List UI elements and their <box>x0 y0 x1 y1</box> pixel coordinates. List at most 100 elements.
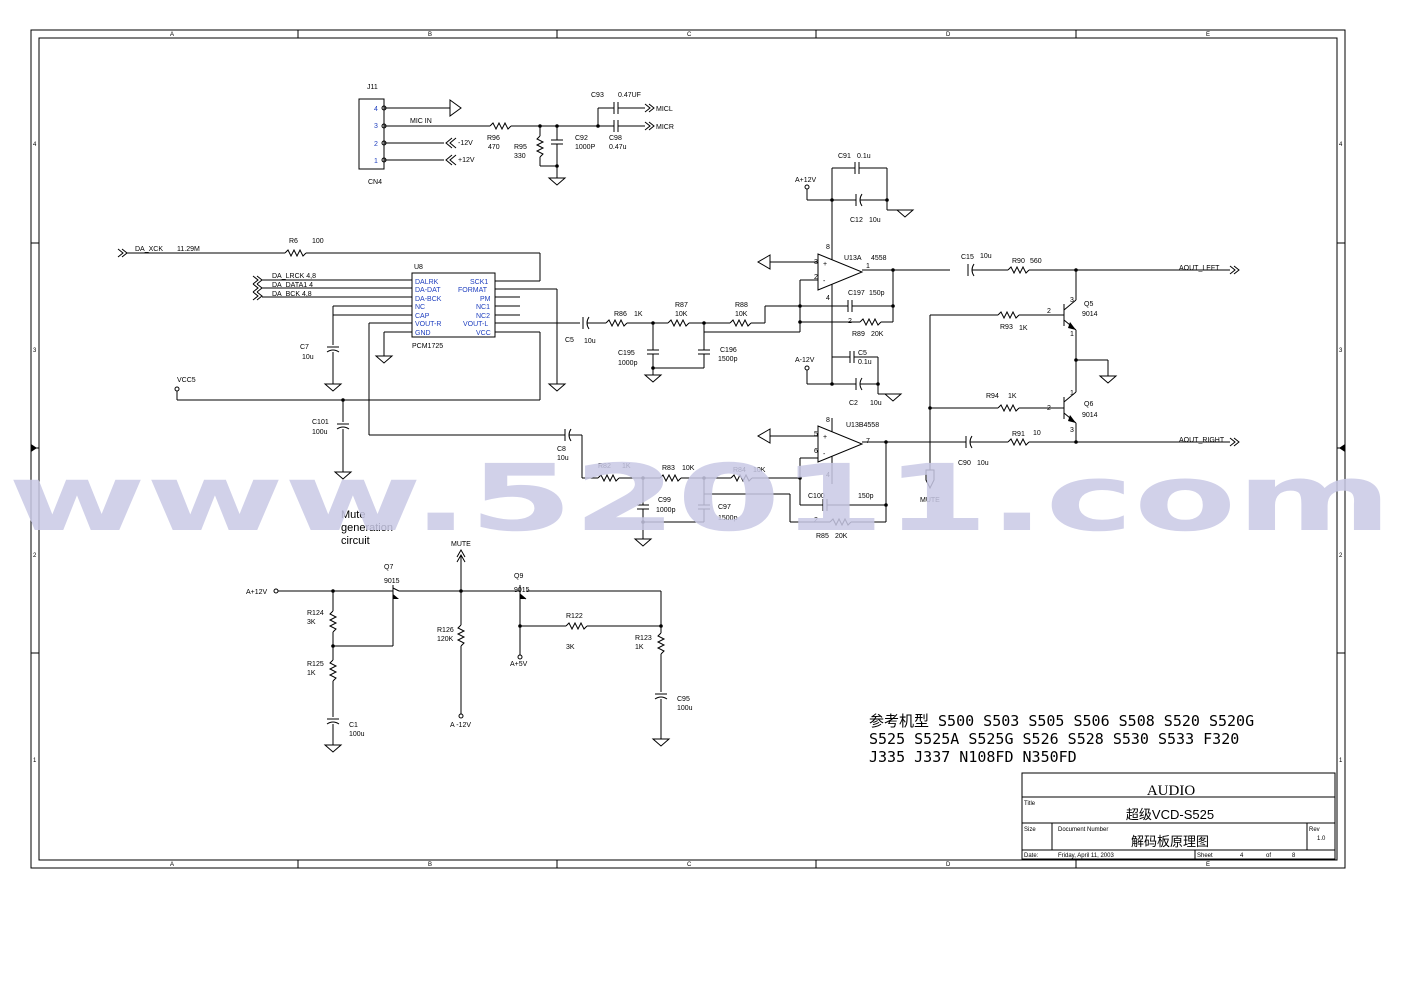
reference-models-line1: 参考机型 S500 S503 S505 S506 S508 S520 S520G <box>869 712 1254 730</box>
u8-pin-nc1: NC1 <box>476 304 490 311</box>
u13a-ref: U13A <box>844 255 862 262</box>
q6-pin3: 3 <box>1070 427 1074 434</box>
r93-ref: R93 <box>1000 324 1013 331</box>
c196-value: 1500p <box>718 356 738 363</box>
u8-pin-vcc: VCC <box>476 330 491 337</box>
c101-ref: C101 <box>312 419 329 426</box>
mute-caption-line2: generation <box>341 522 393 534</box>
r124-ref: R124 <box>307 610 324 617</box>
c100-value: 150p <box>858 493 874 500</box>
rev-value: 1.0 <box>1317 836 1326 842</box>
net-aout-right: AOUT_RIGHT <box>1179 437 1225 444</box>
sheet-label: Sheet <box>1197 853 1213 859</box>
u13a-pin4: 4 <box>826 295 830 302</box>
u13b-pin8: 8 <box>826 417 830 424</box>
c195-value: 1000p <box>618 360 638 367</box>
c97-ref: C97 <box>718 504 731 511</box>
q6-part: 9014 <box>1082 412 1098 419</box>
mute-caption-line1: Mute <box>341 509 365 521</box>
q6-pin2: 2 <box>1047 405 1051 412</box>
mute-caption-line3: circuit <box>341 535 370 547</box>
row-label-4-left: 4 <box>33 142 37 148</box>
row-label-3-left: 3 <box>33 348 37 354</box>
dac-section <box>117 248 580 480</box>
c93-value: 0.47UF <box>618 92 641 99</box>
u8-pin-vout-r: VOUT-R <box>415 321 441 328</box>
u13a-minus-sign: - <box>823 278 826 285</box>
right-channel-filter <box>369 418 1240 547</box>
r123-value: 1K <box>635 644 644 651</box>
r87-value: 10K <box>675 311 688 318</box>
r94-value: 1K <box>1008 393 1017 400</box>
reference-models: 参考机型 S500 S503 S505 S506 S508 S520 S520G… <box>869 712 1254 766</box>
date-value: Friday, April 11, 2003 <box>1058 853 1114 859</box>
col-label-b-bottom: B <box>428 862 432 868</box>
c98-value: 0.47u <box>609 144 627 151</box>
r85-pin2: 2 <box>814 517 818 524</box>
u8-pin-sck1: SCK1 <box>470 279 488 286</box>
u13b-pin7: 7 <box>866 438 870 445</box>
r84-ref: R84 <box>733 467 746 474</box>
u8-pin-dalrk: DALRK <box>415 279 439 286</box>
r89-value: 20K <box>871 331 884 338</box>
net-a5v: A+5V <box>510 661 528 668</box>
net-mute-right: MUTE <box>920 497 940 504</box>
left-channel-filter <box>582 162 1240 402</box>
net-a-12v-mid: A-12V <box>795 357 815 364</box>
u8-pin-nc: NC <box>415 304 425 311</box>
q9-ref: Q9 <box>514 573 523 580</box>
net-da-xck-freq: 11.29M <box>177 246 200 253</box>
drawing-frame <box>30 29 1346 869</box>
connector-j11 <box>358 98 490 170</box>
c95-ref: C95 <box>677 696 690 703</box>
c101-value: 100u <box>312 429 328 436</box>
c90-ref: C90 <box>958 460 971 467</box>
r6-value: 100 <box>312 238 324 245</box>
net-micl: MICL <box>656 106 673 113</box>
mute-generation-circuit <box>273 548 671 753</box>
sheet-number: 4 <box>1240 853 1244 859</box>
title-value: 超级VCD-S525 <box>1126 807 1214 822</box>
c91-ref: C91 <box>838 153 851 160</box>
c1-value: 100u <box>349 731 365 738</box>
c7-value: 10u <box>302 354 314 361</box>
u13b-pin4: 4 <box>826 472 830 479</box>
r82-value: 1K <box>622 463 631 470</box>
c8-value: 10u <box>557 455 569 462</box>
r125-value: 1K <box>307 670 316 677</box>
r91-ref: R91 <box>1012 431 1025 438</box>
r89-pin2: 2 <box>848 318 852 325</box>
of-label: of <box>1266 853 1271 859</box>
col-label-a-top: A <box>170 32 174 38</box>
c92-value: 1000P <box>575 144 596 151</box>
row-label-1-right: 1 <box>1339 758 1343 764</box>
net-a12v-mute: A+12V <box>246 589 268 596</box>
r126-ref: R126 <box>437 627 454 634</box>
col-label-a-bottom: A <box>170 862 174 868</box>
row-label-2-right: 2 <box>1339 553 1343 559</box>
r125-ref: R125 <box>307 661 324 668</box>
col-label-e-bottom: E <box>1206 862 1210 868</box>
net-aout-left: AOUT_LEFT <box>1179 265 1220 272</box>
net-da-lrck: DA_LRCK 4,8 <box>272 273 316 280</box>
net-da-data1: DA_DATA1 4 <box>272 282 313 289</box>
u8-pin-vout-l: VOUT-L <box>463 321 488 328</box>
c92-ref: C92 <box>575 135 588 142</box>
r84-value: 10K <box>753 467 766 474</box>
r96-value: 470 <box>488 144 500 151</box>
r88-ref: R88 <box>735 302 748 309</box>
u8-pin-da-bck: DA-BCK <box>415 296 442 303</box>
c99-value: 1000p <box>656 507 676 514</box>
u13b-ref: U13B4558 <box>846 422 879 429</box>
r90-ref: R90 <box>1012 258 1025 265</box>
c95-value: 100u <box>677 705 693 712</box>
col-label-d-bottom: D <box>946 862 951 868</box>
j11-pin-4: 4 <box>374 106 378 113</box>
u13a-pin3: 3 <box>814 259 818 266</box>
title-block <box>1021 772 1336 860</box>
col-label-c-top: C <box>687 32 692 38</box>
r122-value: 3K <box>566 644 575 651</box>
net-vcc5: VCC5 <box>177 377 196 384</box>
document-number-label: Document Number <box>1058 827 1108 833</box>
